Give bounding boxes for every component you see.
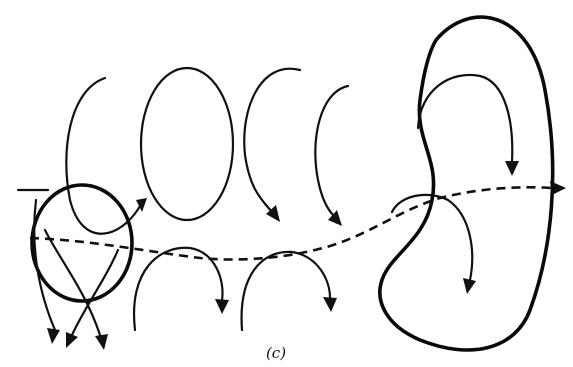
closed-vortex-loop — [141, 68, 233, 220]
left-bold-vortex — [32, 78, 147, 350]
panel-label: (c) — [266, 344, 286, 362]
open-vortex-arc-1 — [244, 69, 300, 222]
dashed-trajectory — [30, 187, 552, 259]
right-bold-vortex — [380, 17, 553, 350]
open-vortex-arc-2 — [315, 86, 348, 226]
lower-vortex-arc-2 — [242, 252, 337, 330]
